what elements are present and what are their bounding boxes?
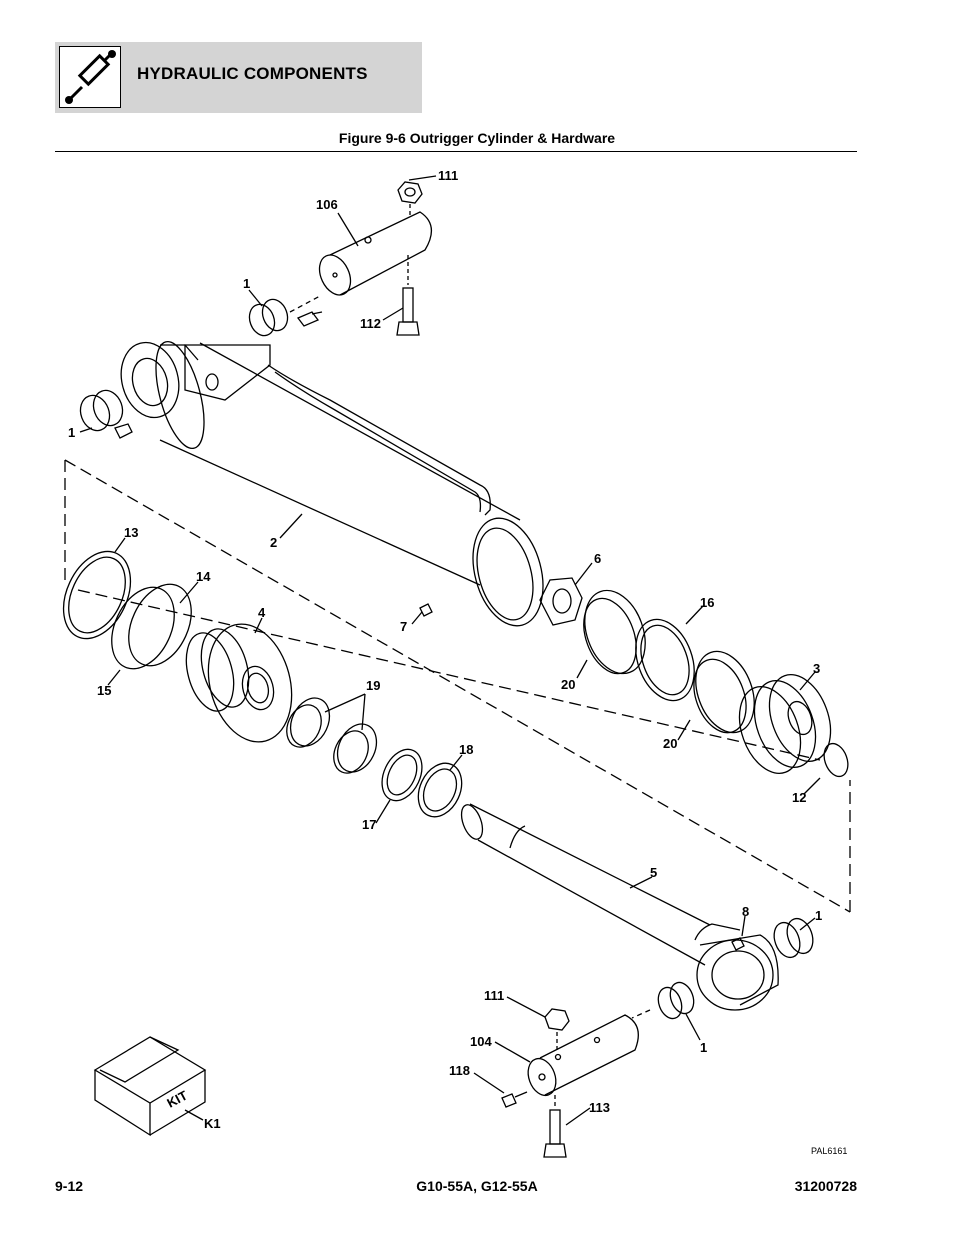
rod-eye [696, 934, 779, 1011]
title-rule [55, 151, 857, 152]
page-number: 9-12 [55, 1178, 84, 1194]
callout-1-top: 1 [243, 276, 250, 291]
callout-12: 12 [792, 790, 806, 805]
lock-nut-6 [539, 577, 583, 626]
bushing-1-bottom [631, 981, 695, 1020]
callout-20-b: 20 [663, 736, 677, 751]
callout-8: 8 [742, 904, 749, 919]
piston-rod-5 [460, 803, 741, 966]
callout-113: 113 [589, 1100, 610, 1115]
wiper-13 [62, 550, 132, 640]
callout-14: 14 [196, 569, 211, 584]
kit-box-label: KIT [164, 1088, 190, 1111]
assembly-guide-lines [64, 459, 851, 913]
callout-118: 118 [449, 1063, 470, 1078]
callout-5: 5 [650, 865, 657, 880]
wear-ring-19-b [333, 723, 378, 774]
piston-3 [738, 673, 832, 775]
o-ring-12 [823, 742, 849, 778]
fitting-8 [731, 937, 745, 951]
callout-18: 18 [459, 742, 473, 757]
callout-111-top: 111 [438, 168, 458, 183]
callout-106: 106 [316, 197, 338, 212]
seal-16 [635, 618, 695, 702]
bushing-1-left [79, 389, 124, 432]
pin-106 [318, 211, 432, 296]
nut-111-bottom [544, 1008, 570, 1050]
fitting-118 [501, 1091, 528, 1108]
bolt-113 [543, 1095, 567, 1158]
bushing-1-right [773, 917, 814, 959]
callout-20-a: 20 [561, 677, 575, 692]
model-numbers: G10-55A, G12-55A [416, 1178, 538, 1194]
hydraulic-cylinder-icon [59, 46, 121, 108]
o-ring-15 [111, 586, 175, 670]
callout-19: 19 [366, 678, 380, 693]
callout-2: 2 [270, 535, 277, 550]
callout-15: 15 [97, 683, 111, 698]
callout-1-right: 1 [815, 908, 822, 923]
callout-3: 3 [813, 661, 820, 676]
callout-1-bottom: 1 [700, 1040, 707, 1055]
bushing-1-top [248, 295, 321, 337]
drawing-id: PAL6161 [811, 1146, 847, 1156]
callout-4: 4 [258, 605, 266, 620]
cylinder-barrel-2 [120, 340, 544, 627]
cylinder-head-4 [185, 623, 293, 743]
nut-111-top [397, 181, 423, 215]
grease-fitting-top [296, 311, 323, 327]
document-number: 31200728 [794, 1178, 857, 1194]
wear-ring-20-b [693, 650, 755, 734]
callout-6: 6 [594, 551, 601, 566]
callout-13: 13 [124, 525, 138, 540]
callout-1-left: 1 [68, 425, 75, 440]
callout-104: 104 [470, 1034, 492, 1049]
callout-111-bottom: 111 [484, 988, 504, 1003]
rod-seal-17 [381, 748, 423, 802]
callout-17: 17 [362, 817, 376, 832]
callout-7: 7 [400, 619, 407, 634]
figure-title: Figure 9-6 Outrigger Cylinder & Hardware [338, 130, 616, 146]
wear-ring-20-a [583, 589, 646, 675]
bolt-112 [396, 255, 420, 336]
callout-k1: K1 [204, 1116, 221, 1131]
section-title: HYDRAULIC COMPONENTS [137, 64, 368, 83]
callout-16: 16 [700, 595, 714, 610]
kit-box [93, 1036, 207, 1137]
callout-112: 112 [360, 316, 381, 331]
pin-104 [527, 1014, 639, 1097]
grease-fitting-left [114, 423, 133, 439]
callout-leaders [79, 175, 821, 1126]
fitting-7 [419, 603, 433, 617]
backup-ring-14 [128, 583, 192, 667]
wiper-18 [417, 762, 463, 818]
wear-ring-19-a [286, 697, 331, 748]
